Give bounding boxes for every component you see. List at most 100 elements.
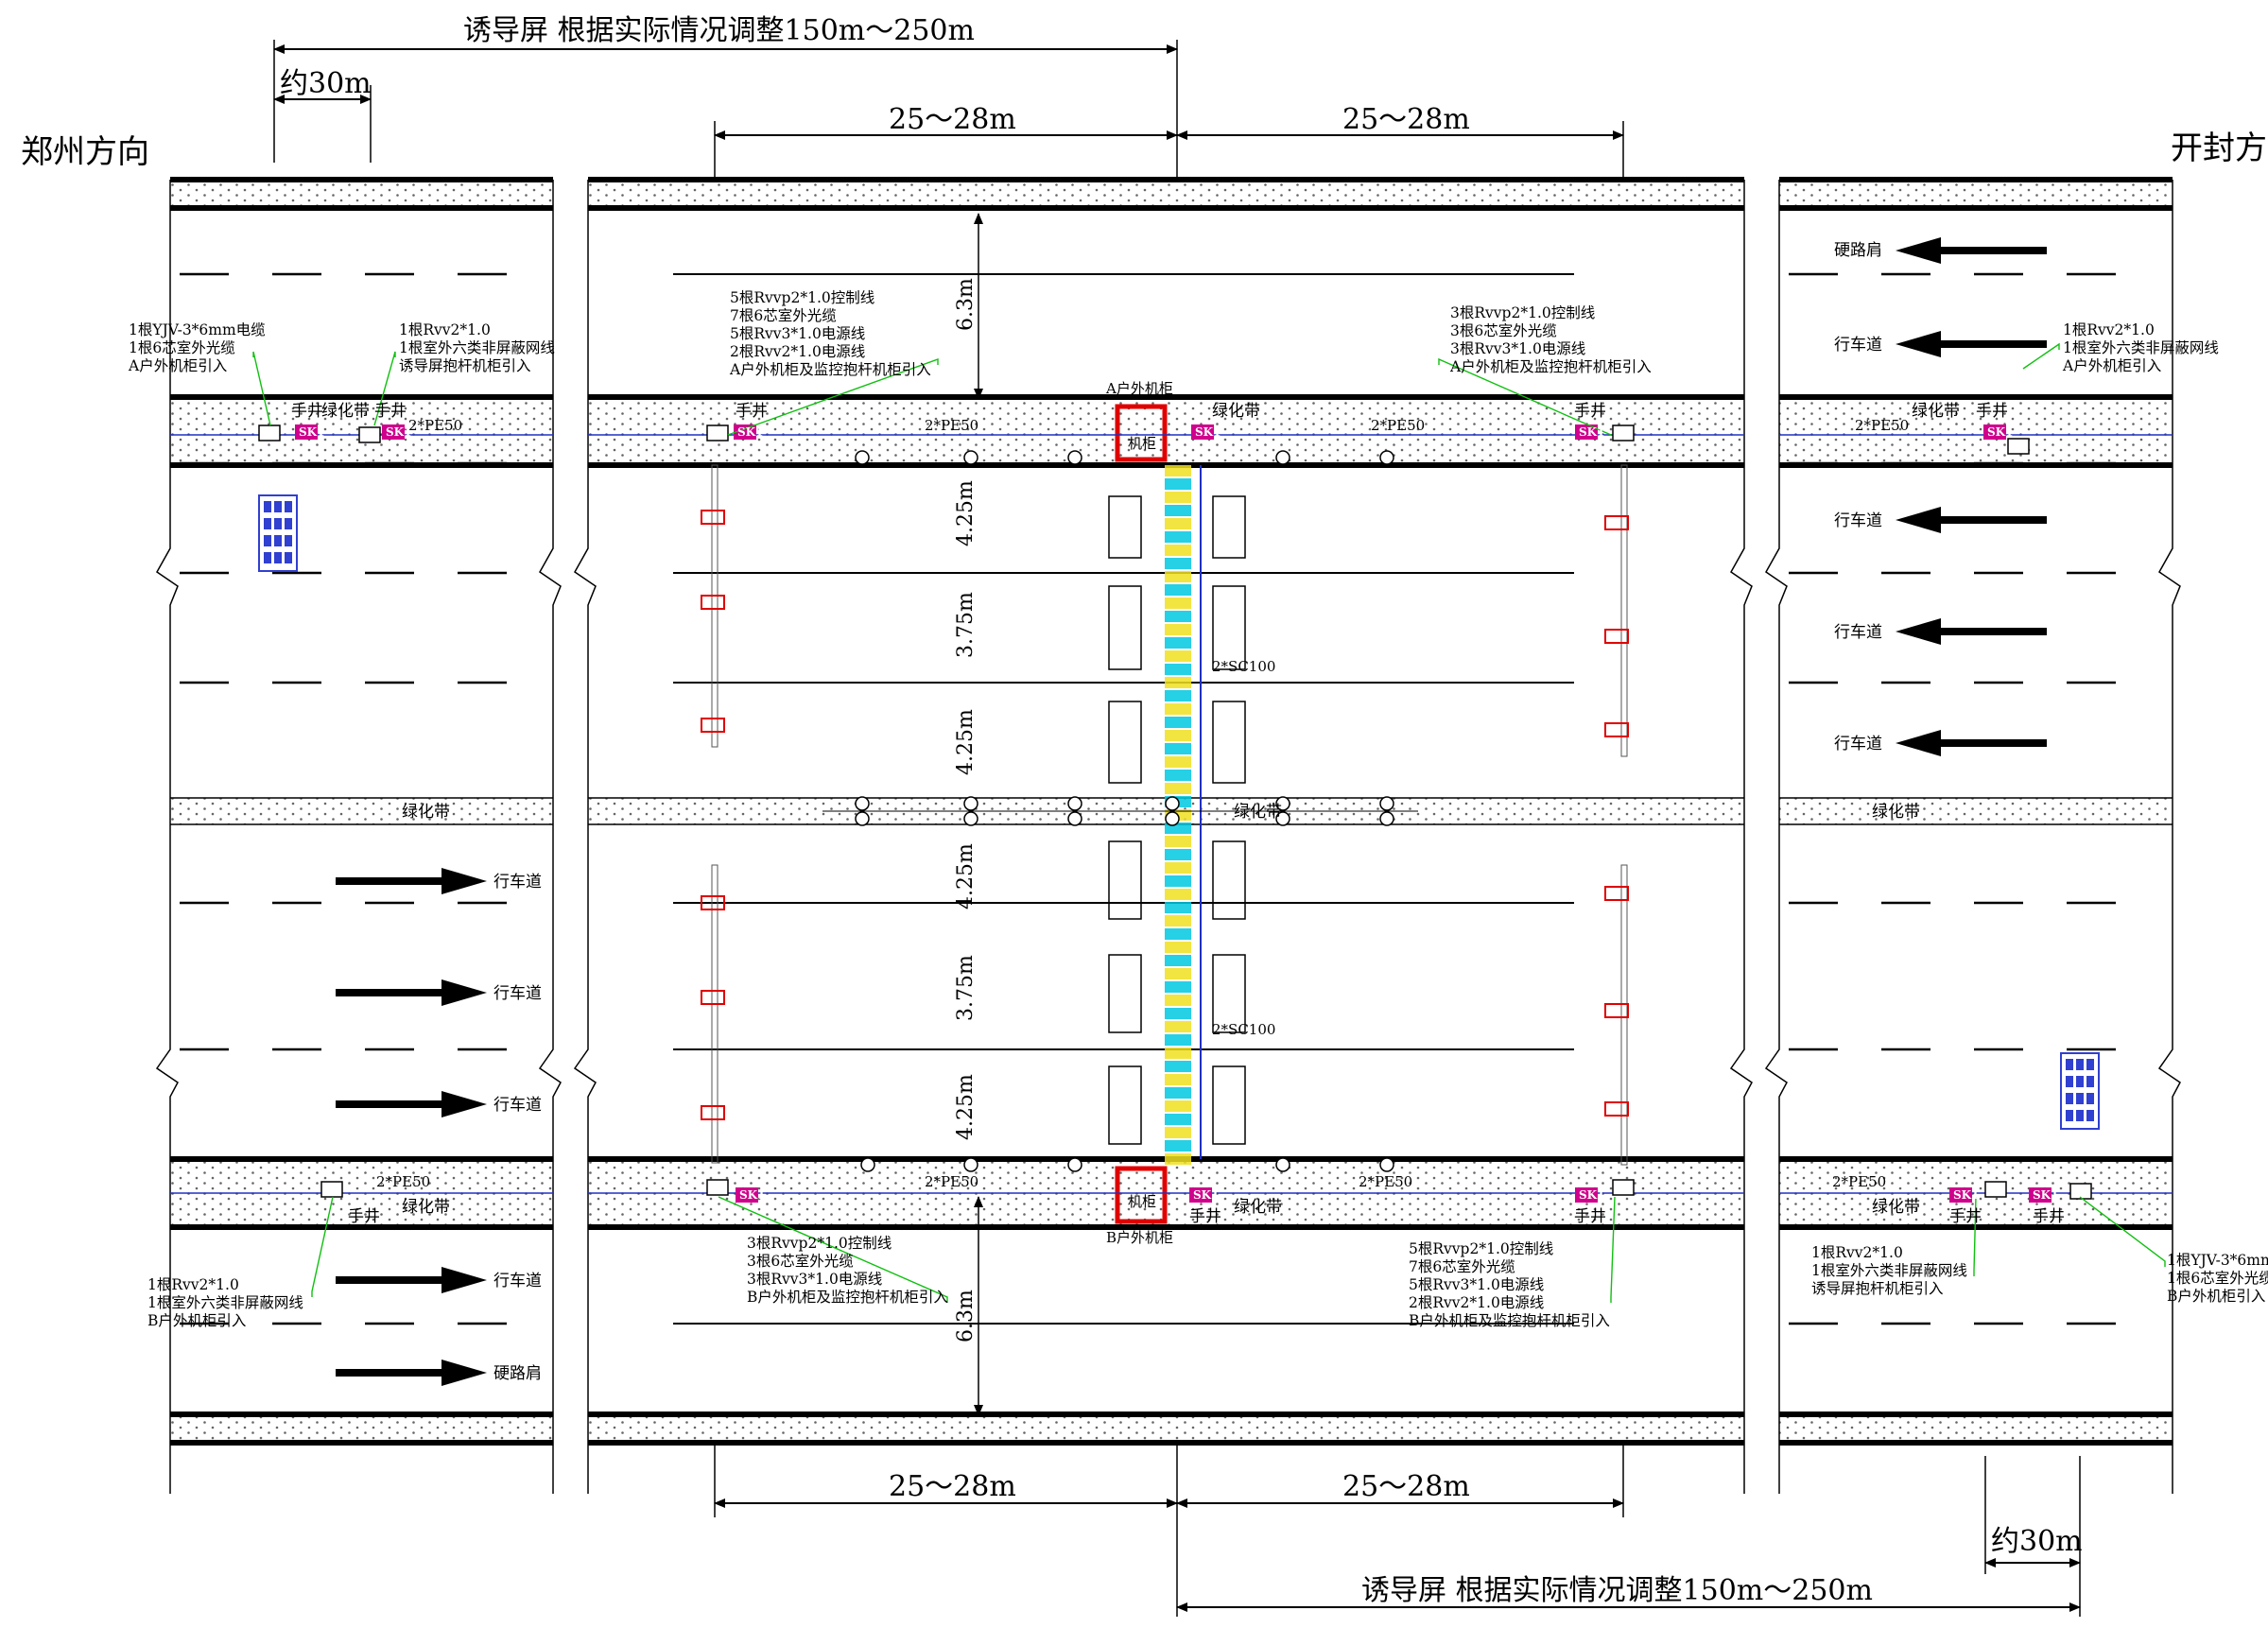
sk1-tag-text-1: SK1 [299,425,324,439]
duct-segment [1165,928,1191,940]
note-left-bottom: 1根Rvv2*1.0 1根室外六类非屏蔽网线 B户外机柜引入 [147,1276,308,1329]
camera-head [701,510,725,525]
traffic-arrow-head [441,1360,487,1386]
guide-screen-cell [264,535,271,546]
guide-screen-cell [274,535,282,546]
duct-segment [1165,995,1191,1006]
duct-segment [1165,889,1191,900]
sk1-tag [1575,1187,1598,1203]
hand-well-box [1984,1181,2007,1198]
duct-segment [1165,637,1191,649]
pe50-label-7: 2*PE50 [1359,1173,1412,1190]
note-mid-bottom-a: 3根Rvvp2*1.0控制线 3根6芯室外光缆 3根Rvv3*1.0电源线 B户… [747,1235,948,1306]
camera-head [1604,515,1629,530]
section-break-line [1729,180,1753,1494]
section-break-line [573,180,597,1494]
top-dimension-label: 诱导屏 根据实际情况调整150m～250m [463,14,975,47]
duct-segment [1165,836,1191,847]
green-belt-fill [170,1414,553,1443]
duct-segment [1165,505,1191,516]
leader-line [373,351,396,426]
duct-segment [1165,849,1191,860]
section-break-line [1764,180,1788,1494]
manhole [1067,811,1082,826]
guide-screen-cell [285,552,292,563]
approx-30m-left-label: 约30m [280,67,372,100]
duct-segment [1165,1048,1191,1059]
segment-bottom-right-label: 25～28m [1342,1470,1470,1503]
width-label-5: 4.25m [954,843,978,909]
segment-top-right-label: 25～28m [1342,103,1470,136]
manhole [1275,811,1290,826]
manhole [963,796,978,811]
cabinet-a-label: A户外机柜 [1105,380,1173,397]
camera-head [701,595,725,610]
manhole [1067,1157,1082,1172]
sk1-tag-text-10: SK1 [1953,1188,1979,1202]
sk1-tag [1949,1187,1972,1203]
duct-segment [1165,717,1191,728]
duct-segment [1165,492,1191,503]
manhole [1379,811,1394,826]
hand-well-label-8: 手井 [1574,1207,1606,1226]
green-belt-fill [1779,180,2173,208]
sk1-tag [382,424,405,440]
camera-head [1604,1003,1629,1018]
traffic-arrow-head [1896,237,1941,264]
sk1-tag-text-11: SK1 [2033,1188,2058,1202]
duct-segment [1165,955,1191,966]
duct-segment [1165,624,1191,635]
guide-screen-cell [2086,1076,2094,1087]
duct-segment [1165,650,1191,662]
loop-detector [1108,954,1142,1033]
duct-segment [1165,1008,1191,1019]
manhole [1165,811,1180,826]
camera-head [1604,1101,1629,1117]
leader-line [718,1196,948,1303]
traffic-arrow-head [1896,730,1941,756]
guide-screen-cell [2076,1059,2084,1070]
duct-segment [1165,1061,1191,1072]
loop-detector [1108,1065,1142,1145]
hand-well-label-7: 手井 [1189,1207,1221,1226]
duct-segment [1165,1114,1191,1125]
traffic-arrow-head [441,979,487,1006]
manhole [855,796,870,811]
duct-segment [1165,1127,1191,1138]
sk1-tag-text-8: SK1 [1193,1188,1219,1202]
zhengzhou-direction-label: 郑州方向 [21,133,149,171]
camera-head [701,718,725,733]
duct-segment [1165,518,1191,529]
hand-well-box [358,426,381,443]
duct-segment [1165,478,1191,490]
guide-screen-cell [2066,1076,2073,1087]
green-belt-label-6: 绿化带 [1872,1198,1920,1217]
loop-detector [1212,495,1246,559]
duct-segment [1165,730,1191,741]
hand-well-label-1: 手井 [291,402,323,421]
sc100-label-1: 2*SC100 [1212,658,1275,675]
note-mid-top-a: 5根Rvvp2*1.0控制线 7根6芯室外光缆 5根Rvv3*1.0电源线 2根… [729,289,931,378]
width-label-3: 3.75m [954,592,978,658]
hand-well-label-6: 手井 [348,1207,380,1226]
approx-30m-right-label: 约30m [1991,1525,2083,1558]
width-label-6: 3.75m [954,955,978,1021]
section-break-line [538,180,562,1494]
leader-line [2022,342,2060,370]
lane-label-l2: 行车道 [493,984,542,1003]
leader-line [727,358,939,436]
outdoor-cabinet [1115,404,1168,462]
guide-screen-cell [285,501,292,512]
duct-segment [1165,902,1191,913]
leader-line [252,351,271,426]
manhole [860,1157,875,1172]
sk1-tag-text-7: SK1 [739,1188,765,1202]
pe50-label-1: 2*PE50 [408,417,462,434]
sk1-tag [736,1187,758,1203]
green-belt-label-5: 绿化带 [1234,1198,1282,1217]
manhole [1379,450,1394,465]
sk1-tag [1189,1187,1212,1203]
duct-segment [1165,1021,1191,1032]
